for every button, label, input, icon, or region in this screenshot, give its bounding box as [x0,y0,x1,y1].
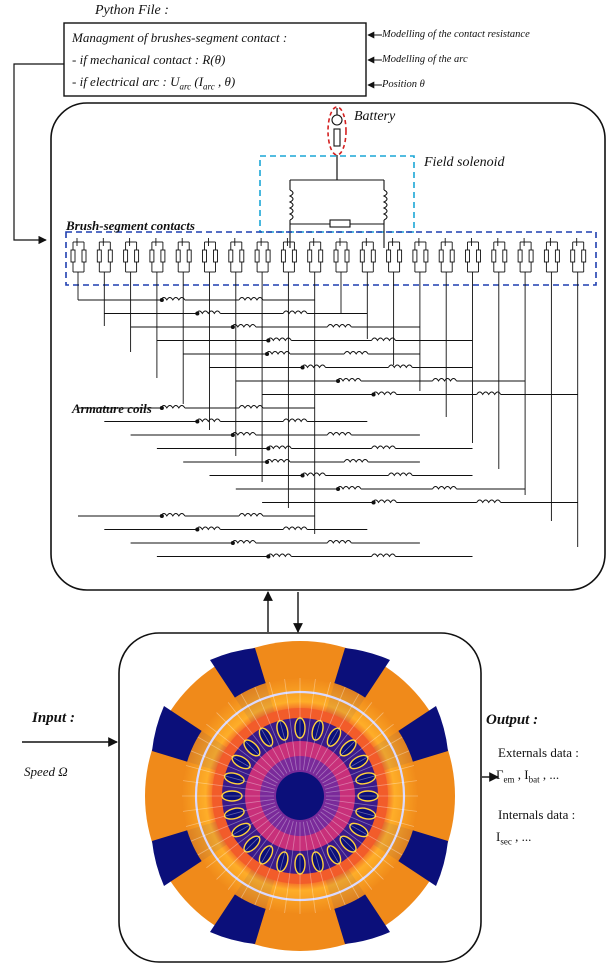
rotor-slot [355,772,377,785]
brush-contact-cell [96,238,113,284]
rotor-slots [221,717,379,875]
armature-coil [104,526,368,532]
rotor-slot [294,853,306,875]
brush-contact-cell [570,238,587,284]
rotor-slot [276,719,289,741]
rotor-slot [221,790,243,802]
armature-coil [262,499,578,505]
brush-contact-cell [228,238,245,284]
rotor-slot [349,822,369,838]
battery-label: Battery [354,109,396,124]
rotor-slot [223,807,245,820]
brush-contact-cell [307,238,324,284]
armature-coil [235,378,526,384]
brush-contact-cell [149,238,166,284]
rotor-slot [223,772,245,785]
rotor-slot [231,822,251,838]
brush-contact-cell [517,238,534,284]
armature-coil [209,472,473,478]
python-line-arc: - if electrical arc : Uarc (Iarc , θ) [72,74,236,92]
annotation-contact-resistance: Modelling of the contact resistance [382,29,530,40]
python-line-contact-management: Managment of brushes-segment contact : [72,30,288,45]
armature-coil [78,297,315,303]
externals-data-label: Externals data : [498,745,579,760]
brush-contact-cell [543,238,560,284]
armature-coils-label: Armature coils [72,401,152,416]
rotor-slot [355,807,377,820]
brush-contact-cell [123,238,140,284]
rotor-slot [231,754,251,770]
rotor-slot [243,739,261,757]
field-solenoid-circuit [288,179,388,248]
brush-contact-cell [465,238,481,284]
internals-data-label: Internals data : [498,807,576,822]
armature-coil [130,324,420,330]
armature-coil [209,364,473,370]
brush-contact-cell [333,238,350,284]
rotor-slot [243,835,261,853]
armature-coil [262,391,578,397]
brush-contact-cell [70,238,87,284]
annotation-position: Position θ [382,79,425,90]
brush-contact-cell [175,238,192,284]
rotor-slot [339,835,357,853]
rotor-slot [258,845,274,865]
armature-coil [183,459,420,465]
annotation-arc: Modelling of the arc [382,54,468,65]
brush-contact-cell [438,238,455,284]
rotor-slot [339,739,357,757]
brush-contact-cell [386,238,403,284]
rotor-slot [311,719,324,741]
rotor-slot [349,754,369,770]
armature-coil [104,418,368,424]
internals-data-values: Isec , ... [496,829,532,847]
circuit-frame [50,102,606,591]
motor-fem-plot [145,641,455,951]
armature-coil [130,540,420,546]
armature-coil [156,445,473,451]
brush-contact-cell [359,238,376,284]
brush-contact-cell [412,238,429,284]
brush-contact-cell [280,238,297,284]
armature-coil [156,337,473,343]
armature-coil-network [77,284,579,559]
speed-label: Speed Ω [24,764,68,779]
armature-coil [156,553,473,559]
python-link-line [13,63,64,245]
brush-contacts-label: Brush-segment contacts [66,218,195,233]
field-solenoid-label: Field solenoid [424,155,505,170]
brush-contact-cell [202,238,218,284]
armature-coil [78,405,315,411]
field-solenoid-box [259,155,415,233]
brush-contacts-box [65,231,597,286]
armature-coil [183,351,420,357]
armature-coil [78,513,315,519]
brush-contact-cell [254,238,271,284]
rotor-slot [276,851,289,873]
output-label: Output : [486,712,539,728]
externals-data-values: Γem , Ibat , ... [496,767,560,785]
armature-coil [130,432,420,438]
rotor-slot [311,851,324,873]
brush-contact-cell [491,238,508,284]
python-line-mechanical: - if mechanical contact : R(θ) [72,52,226,67]
rotor-slot [357,790,379,802]
rotor-shaft [276,772,324,820]
armature-coil [235,486,526,492]
rotor-slot [326,727,342,747]
rotor-slot [294,717,306,739]
rotor-slot [326,845,342,865]
battery-highlight-ring [327,106,347,156]
rotor-slot [258,727,274,747]
brush-contact-cells [70,238,587,284]
python-file-box [63,22,367,97]
armature-coil [104,310,368,316]
battery-symbol [327,106,347,180]
python-file-title: Python File : [95,3,169,18]
input-label: Input : [32,710,75,726]
motor-frame [118,632,482,963]
